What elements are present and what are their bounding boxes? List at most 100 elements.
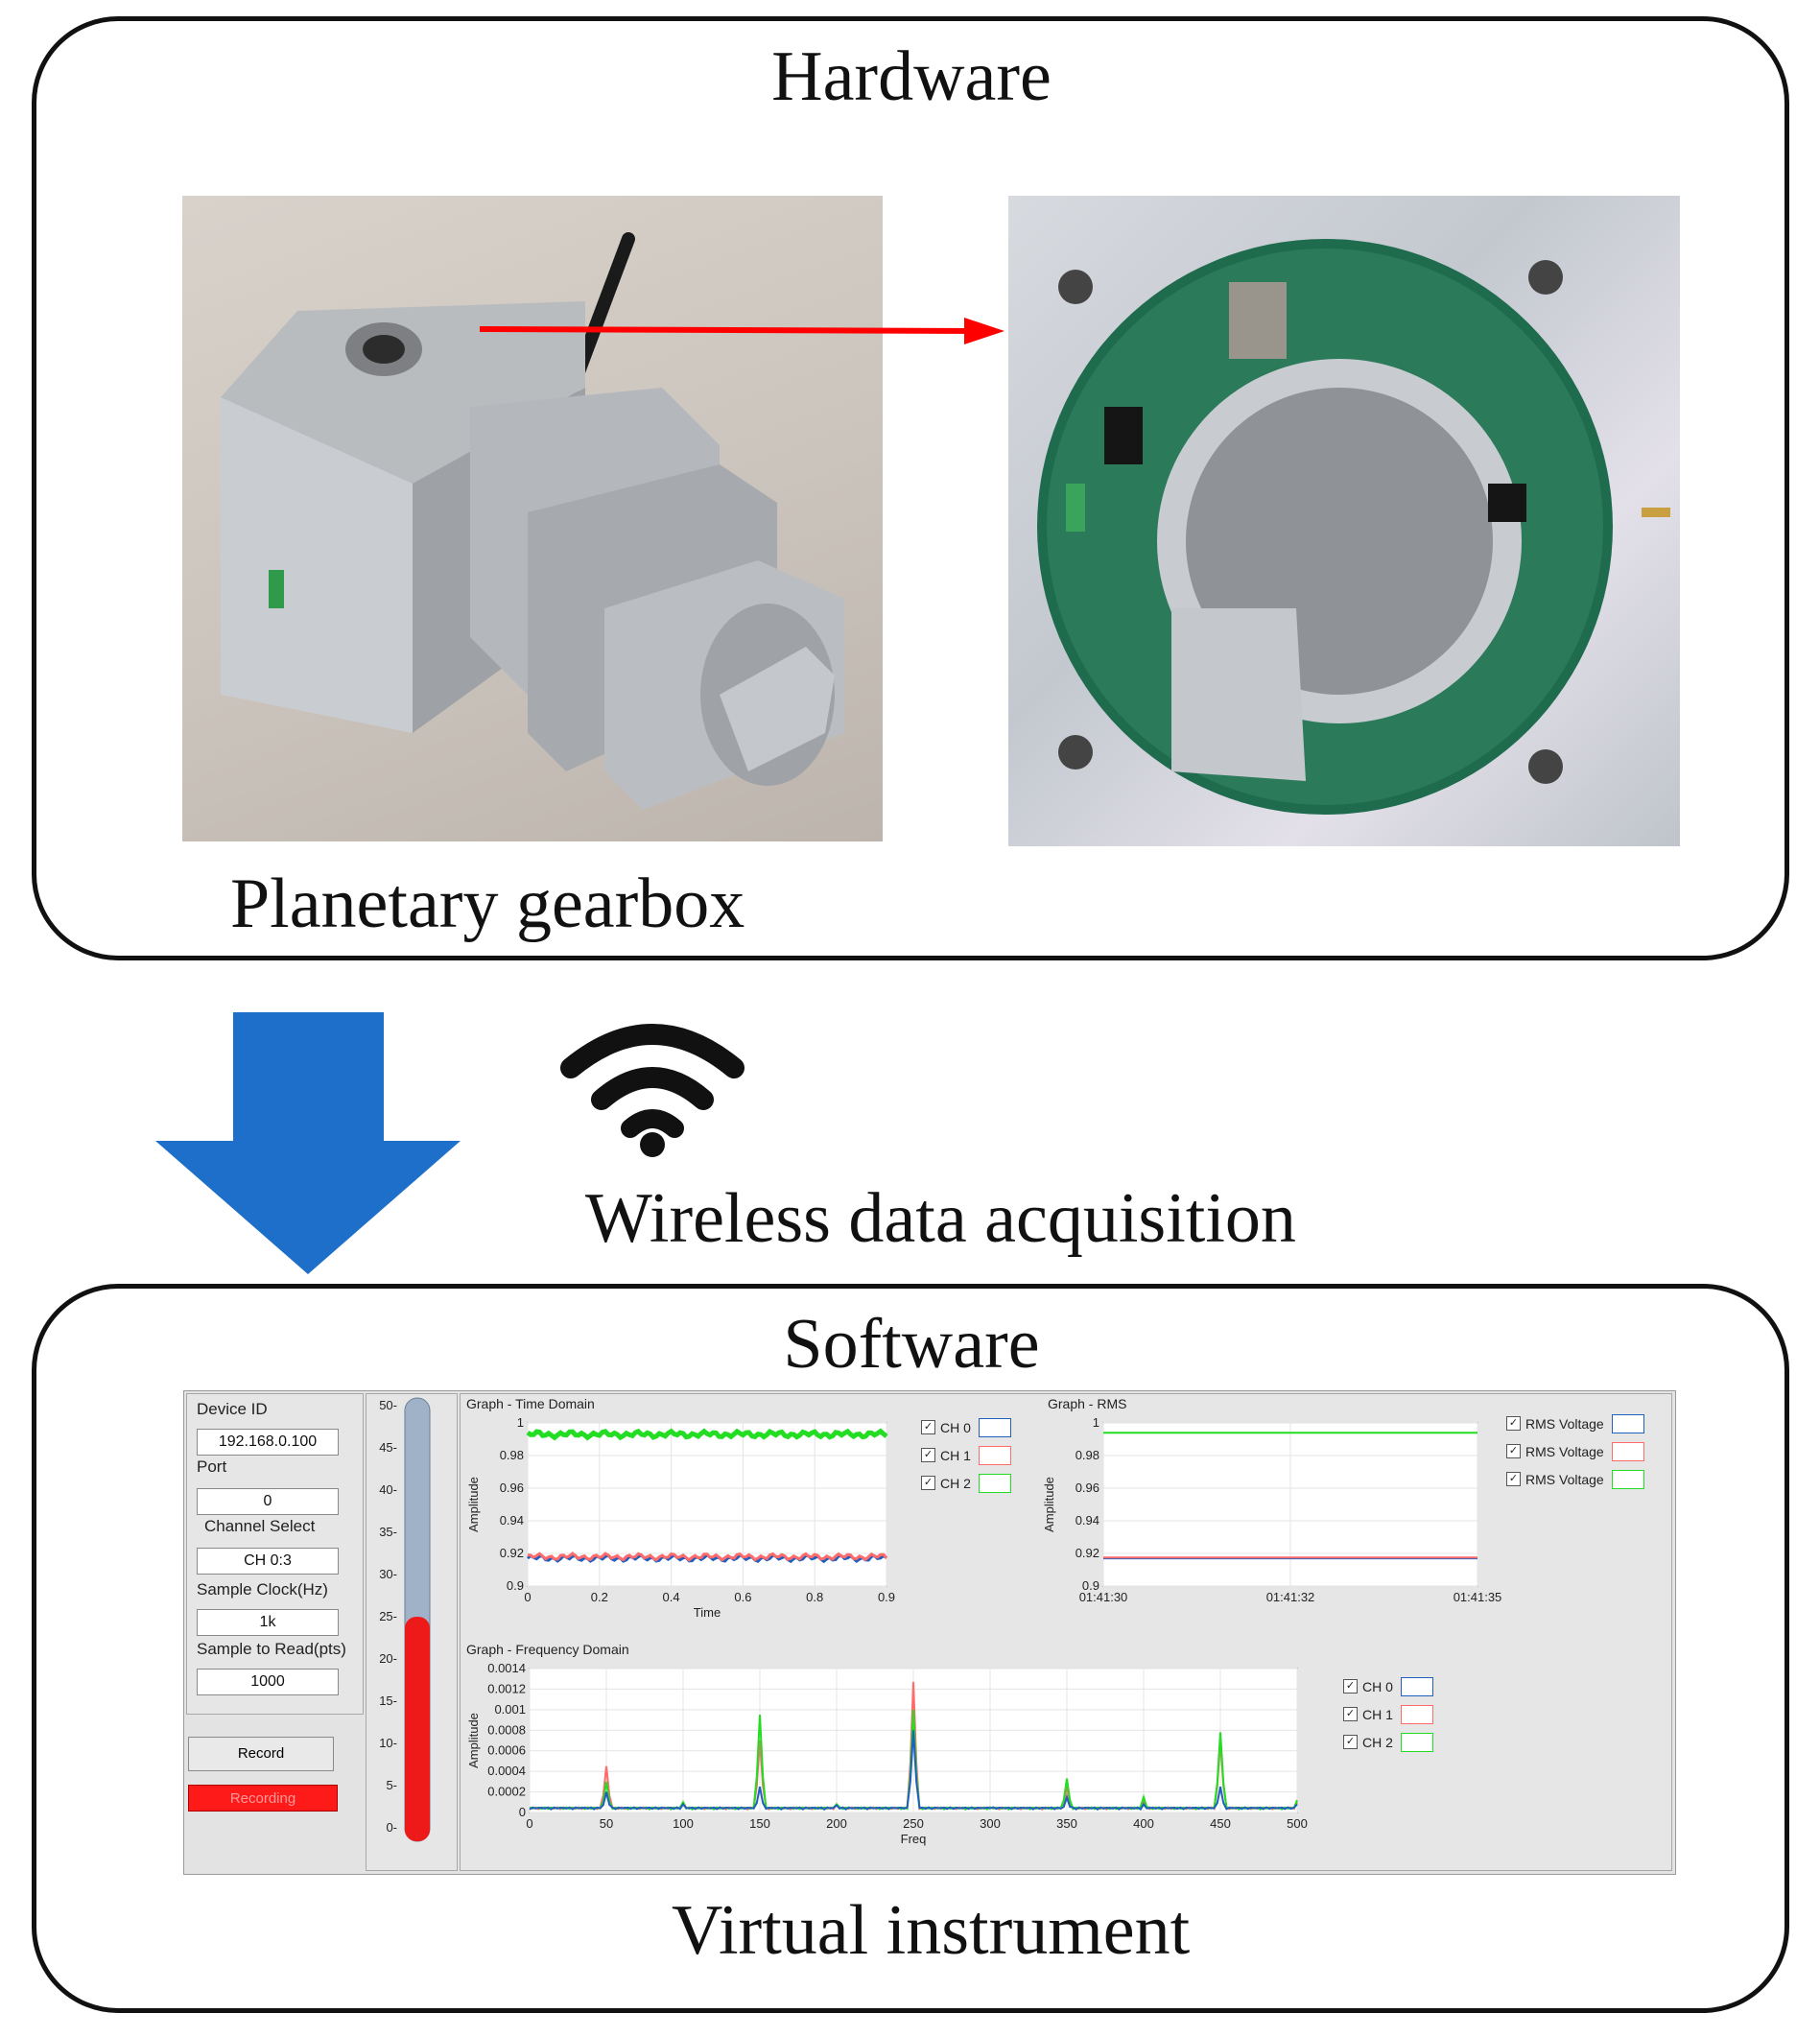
thermometer-tick-label: 10- (379, 1736, 397, 1750)
checkbox-icon[interactable]: ✓ (1506, 1444, 1521, 1458)
thermometer-tick-label: 5- (386, 1778, 397, 1792)
y-tick-label: 0.94 (500, 1513, 524, 1528)
y-tick-label: 0.98 (500, 1448, 524, 1462)
checkbox-icon[interactable]: ✓ (1506, 1472, 1521, 1486)
wireless-label: Wireless data acquisition (585, 1179, 1296, 1258)
x-tick-label: 100 (673, 1816, 694, 1831)
y-tick-label: 0.98 (1075, 1448, 1099, 1462)
sample-to-read-label: Sample to Read(pts) (197, 1640, 346, 1658)
thermometer-gauge: 50-45-40-35-30-25-20-15-10-5-0- (379, 1397, 431, 1842)
line-swatch-icon (978, 1445, 1011, 1465)
rms-legend: ✓RMS Voltage ✓RMS Voltage ✓RMS Voltage (1506, 1409, 1644, 1493)
y-tick-label: 0.0014 (487, 1661, 526, 1675)
legend-item[interactable]: ✓RMS Voltage (1506, 1437, 1644, 1465)
legend-item[interactable]: ✓ CH 1 (921, 1441, 1011, 1469)
x-tick-label: 0.4 (663, 1590, 680, 1604)
x-tick-label: 200 (826, 1816, 847, 1831)
checkbox-icon[interactable]: ✓ (921, 1448, 935, 1462)
channel-select-label: Channel Select (204, 1517, 316, 1535)
device-id-field[interactable]: 192.168.0.100 (197, 1429, 339, 1456)
line-swatch-icon (1400, 1676, 1433, 1696)
record-button[interactable]: Record (188, 1737, 334, 1771)
y-tick-label: 0.001 (494, 1702, 526, 1717)
settings-panel: Device ID 192.168.0.100 Port 0 Channel S… (186, 1393, 364, 1715)
x-tick-label: 450 (1210, 1816, 1231, 1831)
x-tick-label: 01:41:32 (1266, 1590, 1315, 1604)
thermometer-tick-label: 25- (379, 1609, 397, 1623)
legend-label: CH 0 (1362, 1678, 1393, 1694)
legend-label: CH 2 (1362, 1734, 1393, 1750)
checkbox-icon[interactable]: ✓ (1506, 1416, 1521, 1431)
port-label: Port (197, 1457, 227, 1476)
thermometer-tick-label: 35- (379, 1525, 397, 1539)
frequency-domain-graph: 0.00140.00120.0010.00080.00060.00040.000… (466, 1661, 1308, 1846)
y-tick-label: 0.92 (500, 1546, 524, 1560)
legend-item[interactable]: ✓ CH 2 (1343, 1728, 1433, 1756)
checkbox-icon[interactable]: ✓ (1343, 1679, 1358, 1694)
x-axis-label: Time (694, 1605, 721, 1620)
rms-title: Graph - RMS (1048, 1396, 1127, 1411)
checkbox-icon[interactable]: ✓ (921, 1476, 935, 1490)
legend-item[interactable]: ✓CH 0 (921, 1413, 1011, 1441)
sample-clock-label: Sample Clock(Hz) (197, 1580, 328, 1599)
thermometer-tick-label: 45- (379, 1440, 397, 1455)
device-id-label: Device ID (197, 1400, 268, 1418)
y-tick-label: 1 (1093, 1415, 1099, 1430)
thermometer-tick-label: 15- (379, 1694, 397, 1708)
series-line (527, 1551, 888, 1562)
checkbox-icon[interactable]: ✓ (1343, 1735, 1358, 1749)
x-tick-label: 150 (749, 1816, 770, 1831)
y-tick-label: 0.9 (507, 1578, 524, 1593)
software-title: Software (783, 1305, 1040, 1384)
legend-item[interactable]: ✓ CH 2 (921, 1469, 1011, 1497)
legend-item[interactable]: ✓ CH 0 (1343, 1672, 1433, 1700)
x-tick-label: 50 (600, 1816, 613, 1831)
x-tick-label: 01:41:35 (1454, 1590, 1502, 1604)
y-tick-label: 0.94 (1075, 1513, 1099, 1528)
checkbox-icon[interactable]: ✓ (1343, 1707, 1358, 1721)
x-axis-label: Freq (901, 1832, 927, 1846)
sample-to-read-field[interactable]: 1000 (197, 1669, 339, 1695)
thermometer-tick-label: 20- (379, 1651, 397, 1666)
thermometer-tick-label: 0- (386, 1820, 397, 1835)
x-tick-label: 0 (524, 1590, 531, 1604)
legend-item[interactable]: ✓ CH 1 (1343, 1700, 1433, 1728)
legend-label: RMS Voltage (1525, 1471, 1604, 1487)
frequency-domain-legend: ✓ CH 0 ✓ CH 1 ✓ CH 2 (1343, 1672, 1433, 1756)
y-tick-label: 0.0006 (487, 1743, 526, 1758)
line-swatch-icon (1400, 1704, 1433, 1724)
gearbox-photo (182, 196, 883, 841)
legend-item[interactable]: ✓ RMS Voltage (1506, 1465, 1644, 1493)
y-tick-label: 0.0002 (487, 1785, 526, 1799)
channel-select-field[interactable]: CH 0:3 (197, 1548, 339, 1575)
x-tick-label: 0 (526, 1816, 532, 1831)
y-tick-label: 0.9 (1082, 1578, 1099, 1593)
down-arrow (155, 1012, 461, 1274)
legend-label: CH 2 (940, 1475, 971, 1491)
sample-clock-field[interactable]: 1k (197, 1609, 339, 1636)
port-field[interactable]: 0 (197, 1488, 339, 1515)
recording-indicator: Recording (188, 1785, 338, 1812)
x-tick-label: 0.9 (878, 1590, 895, 1604)
x-tick-label: 01:41:30 (1079, 1590, 1128, 1604)
y-tick-label: 1 (517, 1415, 524, 1430)
legend-label: RMS Voltage (1525, 1415, 1604, 1432)
legend-label: CH 1 (940, 1447, 971, 1463)
x-tick-label: 300 (980, 1816, 1001, 1831)
y-axis-label: Amplitude (1042, 1477, 1056, 1532)
x-tick-label: 350 (1056, 1816, 1077, 1831)
line-swatch-icon (978, 1417, 1011, 1437)
checkbox-icon[interactable]: ✓ (921, 1420, 935, 1434)
thermometer-tick-label: 30- (379, 1567, 397, 1581)
sensor-board-illustration (1037, 239, 1670, 815)
series-line (529, 1730, 1298, 1812)
legend-label: CH 1 (1362, 1706, 1393, 1722)
legend-item[interactable]: ✓ RMS Voltage (1506, 1409, 1644, 1437)
line-swatch-icon (978, 1473, 1011, 1493)
y-axis-label: Amplitude (466, 1477, 481, 1532)
virtual-instrument-screen: Device ID 192.168.0.100 Port 0 Channel S… (183, 1390, 1676, 1875)
line-swatch-icon (1611, 1469, 1644, 1489)
